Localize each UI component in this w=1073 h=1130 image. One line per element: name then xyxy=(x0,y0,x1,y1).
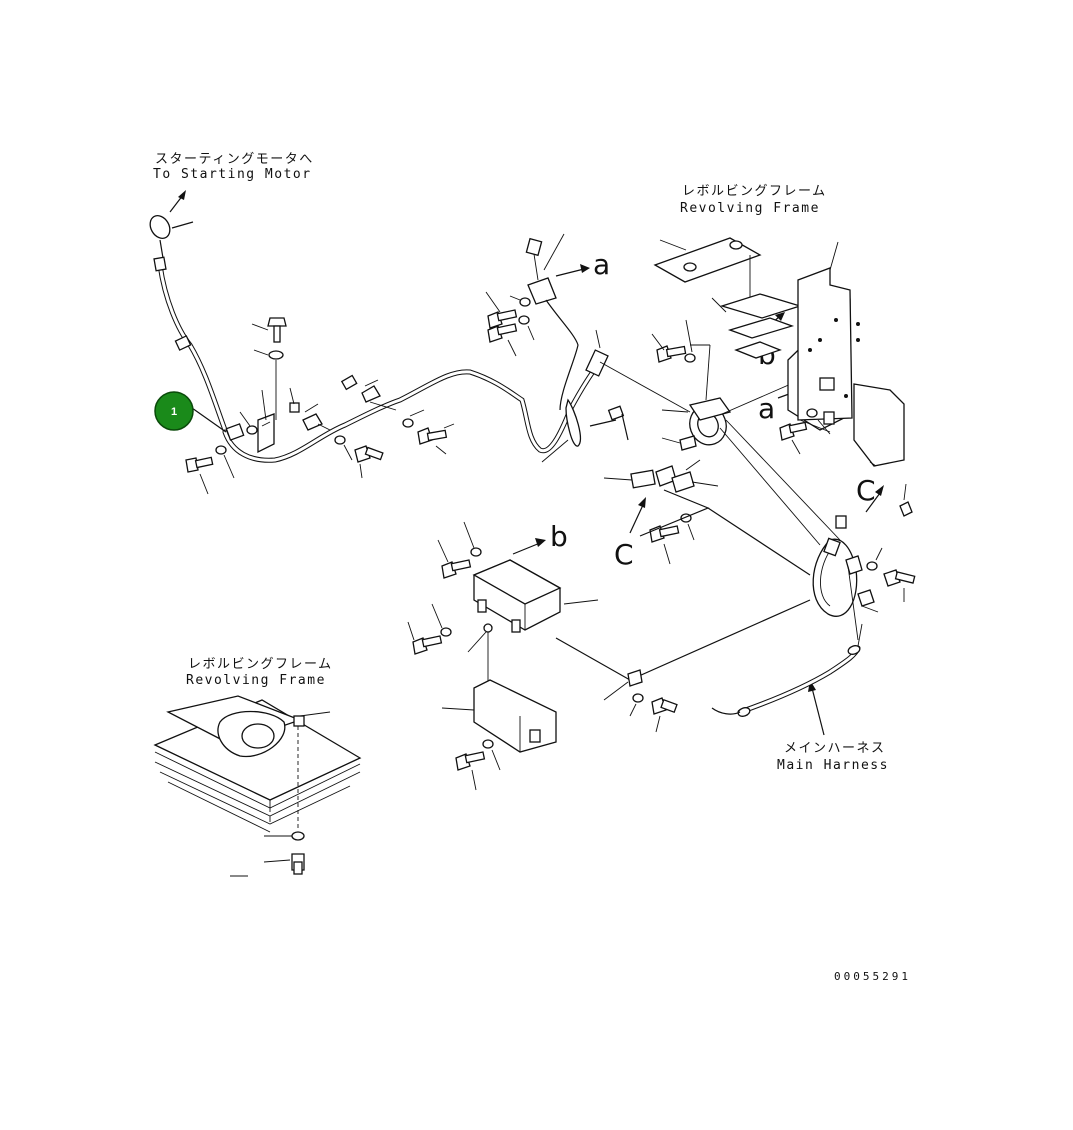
starting-motor-cable xyxy=(149,215,228,433)
revolving-frame-inset xyxy=(153,695,362,877)
center-connector-assembly xyxy=(589,319,841,546)
top-junction-assembly xyxy=(485,233,609,463)
drawing-code: 00055291 xyxy=(834,970,911,983)
ref-c-left: C xyxy=(614,538,634,571)
arrow-main-harness xyxy=(808,680,825,736)
ref-c-right: C xyxy=(856,474,876,507)
ref-a-top: a xyxy=(593,248,610,281)
fuse-relay-assembly xyxy=(603,459,811,576)
left-clamp-assembly xyxy=(185,317,287,495)
main-harness-label-jp: メインハーネス xyxy=(784,741,886,756)
arrow-c-left xyxy=(629,497,646,534)
arrow-b-box xyxy=(512,538,546,555)
middle-clamp-assembly xyxy=(289,374,455,479)
main-harness xyxy=(711,623,863,717)
right-ground-assembly xyxy=(812,483,916,641)
arrow-a-top xyxy=(555,264,590,277)
starting-motor-label-jp: スターティングモータへ xyxy=(155,152,314,167)
revolving-frame-plate xyxy=(653,237,905,467)
main-harness-label-en: Main Harness xyxy=(777,758,889,773)
lower-harness xyxy=(222,359,603,463)
ref-b-box: b xyxy=(550,520,568,553)
bottom-center-clamp xyxy=(603,669,678,733)
arrow-c-right xyxy=(865,485,884,513)
svg-text:1: 1 xyxy=(171,406,177,418)
callout-1[interactable]: 1 xyxy=(154,391,227,433)
battery-box-assembly xyxy=(407,521,811,791)
ref-a-mid: a xyxy=(758,392,775,425)
starting-motor-label-en: To Starting Motor xyxy=(153,167,312,182)
revolving-frame-top-label-en: Revolving Frame xyxy=(680,201,820,216)
arrow-to-starting-motor xyxy=(169,190,186,213)
revolving-frame-left-label-jp: レボルビングフレーム xyxy=(188,657,333,672)
revolving-frame-top-label-jp: レボルビングフレーム xyxy=(682,184,827,199)
revolving-frame-left-label-en: Revolving Frame xyxy=(186,673,326,688)
